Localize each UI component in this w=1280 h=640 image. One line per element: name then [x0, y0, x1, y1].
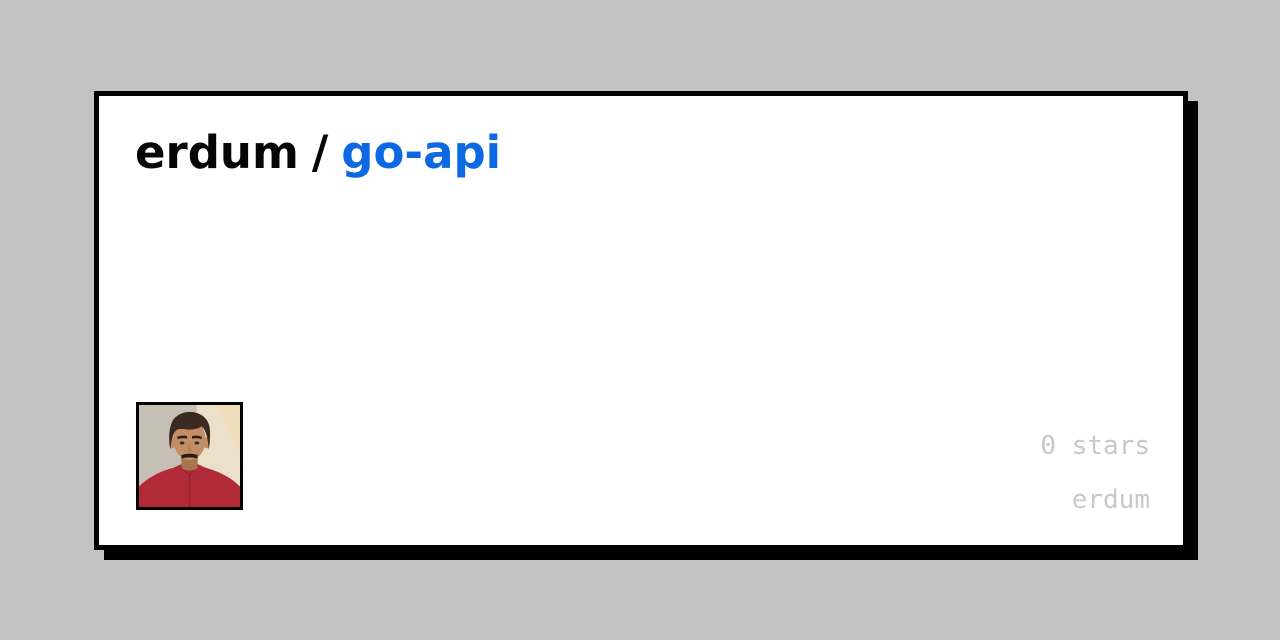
stars-count: 0 stars	[1040, 431, 1150, 461]
repo-title: erdum/go-api	[135, 130, 501, 175]
repo-name: go-api	[341, 126, 502, 179]
social-preview-card: erdum/go-api	[94, 91, 1188, 550]
owner-name-footer: erdum	[1071, 485, 1150, 515]
repo-owner-name: erdum	[135, 126, 299, 179]
repo-title-separator: /	[311, 126, 329, 179]
owner-avatar-illustration	[139, 405, 240, 507]
owner-avatar	[136, 402, 243, 510]
